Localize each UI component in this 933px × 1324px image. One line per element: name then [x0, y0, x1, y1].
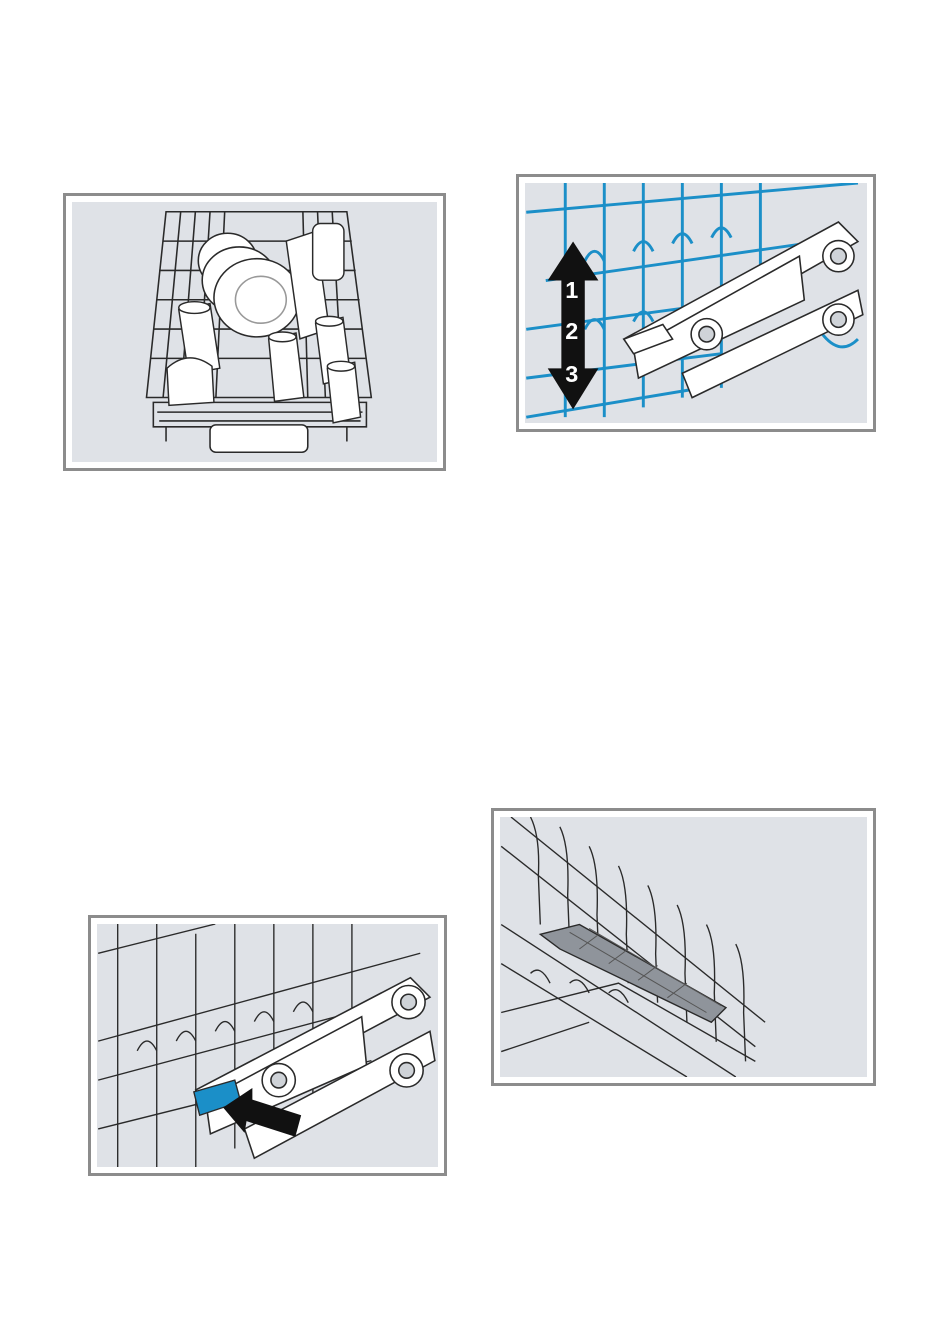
figure-release-lever [88, 915, 447, 1176]
position-3-label: 3 [565, 361, 578, 387]
dishwasher-basket-icon [72, 202, 437, 462]
figure-fold-down-tines [491, 808, 876, 1086]
figure-fold-down-tines-panel [500, 817, 867, 1077]
folding-rack-insert-illustration [500, 817, 867, 1077]
figure-release-lever-panel [97, 924, 438, 1167]
release-lever-illustration [97, 924, 438, 1167]
figure-height-adjustment: 1 2 3 [516, 174, 876, 432]
position-1-label: 1 [565, 277, 578, 303]
plate-icon [198, 233, 300, 337]
position-2-label: 2 [565, 318, 578, 344]
figure-height-adjustment-panel: 1 2 3 [525, 183, 867, 423]
figure-basket-loading [63, 193, 446, 471]
rack-height-illustration: 1 2 3 [525, 183, 867, 423]
figure-basket-loading-panel [72, 202, 437, 462]
folding-rack-insert-icon [540, 925, 726, 1023]
